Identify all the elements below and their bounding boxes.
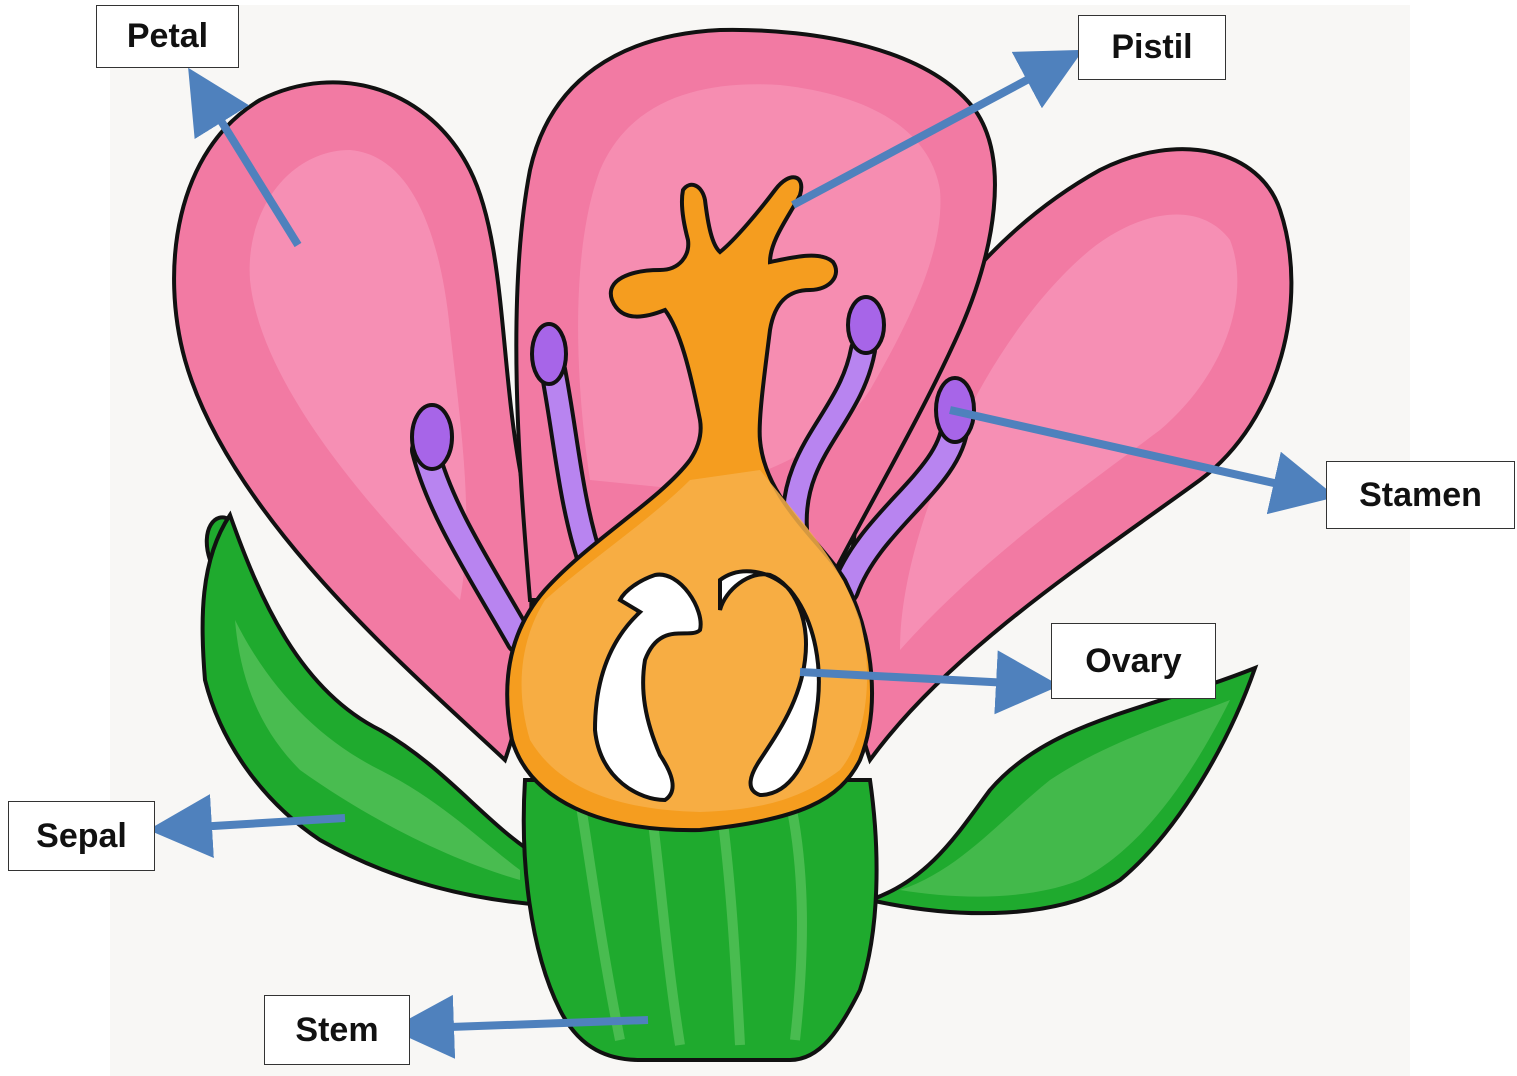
- label-ovary: Ovary: [1051, 623, 1216, 699]
- label-pistil: Pistil: [1078, 15, 1226, 80]
- label-stem: Stem: [264, 995, 410, 1065]
- label-petal: Petal: [96, 5, 239, 68]
- label-stamen: Stamen: [1326, 461, 1515, 529]
- anther-3: [848, 297, 884, 353]
- anther-2: [532, 324, 566, 384]
- anther-1: [412, 405, 452, 469]
- label-sepal: Sepal: [8, 801, 155, 871]
